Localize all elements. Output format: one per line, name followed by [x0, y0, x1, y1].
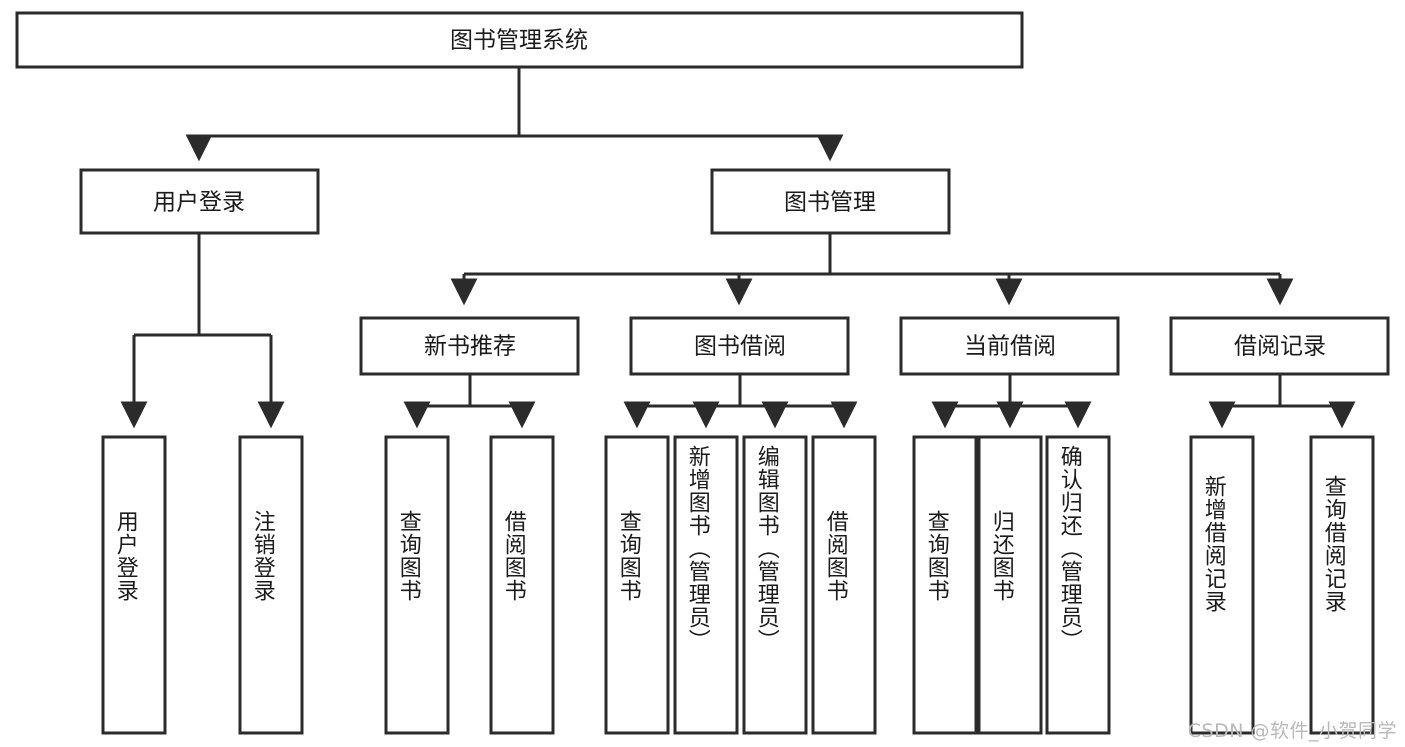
node-book-manage[interactable]: 图书管理 — [710, 168, 951, 235]
node-user-login-label: 用户登录 — [153, 190, 245, 216]
node-current-borrow-label: 当前借阅 — [964, 334, 1056, 360]
leaf-box-book-borrow-1[interactable] — [673, 435, 739, 735]
node-root[interactable]: 图书管理系统 — [15, 11, 1024, 69]
leaf-box-user-login-1[interactable] — [238, 435, 304, 735]
node-borrow-record[interactable]: 借阅记录 — [1169, 316, 1390, 376]
node-book-manage-label: 图书管理 — [784, 190, 876, 216]
node-root-label: 图书管理系统 — [450, 28, 588, 54]
node-borrow-record-label: 借阅记录 — [1234, 334, 1326, 360]
node-new-book-recommend-box — [359, 316, 580, 376]
leaf-box-book-borrow-2[interactable] — [742, 435, 808, 735]
leaf-box-borrow-record-1[interactable] — [1309, 435, 1375, 735]
node-current-borrow-box — [899, 316, 1120, 376]
node-book-borrow[interactable]: 图书借阅 — [629, 316, 850, 376]
leaf-box-book-borrow-0[interactable] — [604, 435, 670, 735]
node-new-book-recommend-label: 新书推荐 — [424, 334, 516, 360]
leaf-box-user-login-0[interactable] — [101, 435, 167, 735]
leaf-box-book-borrow-3[interactable] — [811, 435, 877, 735]
node-root-box — [15, 11, 1024, 69]
node-current-borrow[interactable]: 当前借阅 — [899, 316, 1120, 376]
node-book-borrow-box — [629, 316, 850, 376]
node-book-borrow-label: 图书借阅 — [694, 334, 786, 360]
node-user-login[interactable]: 用户登录 — [79, 168, 320, 235]
leaf-box-current-borrow-0[interactable] — [912, 435, 978, 735]
node-borrow-record-box — [1169, 316, 1390, 376]
leaf-box-current-borrow-1[interactable] — [977, 435, 1043, 735]
node-new-book-recommend[interactable]: 新书推荐 — [359, 316, 580, 376]
leaf-box-new-book-1[interactable] — [489, 435, 555, 735]
leaf-box-borrow-record-0[interactable] — [1189, 435, 1255, 735]
leaf-box-new-book-0[interactable] — [384, 435, 450, 735]
csdn-watermark: CSDN @软件_小贺同学 — [1187, 720, 1397, 742]
node-book-manage-box — [710, 168, 951, 235]
leaf-box-current-borrow-2[interactable] — [1045, 435, 1111, 735]
